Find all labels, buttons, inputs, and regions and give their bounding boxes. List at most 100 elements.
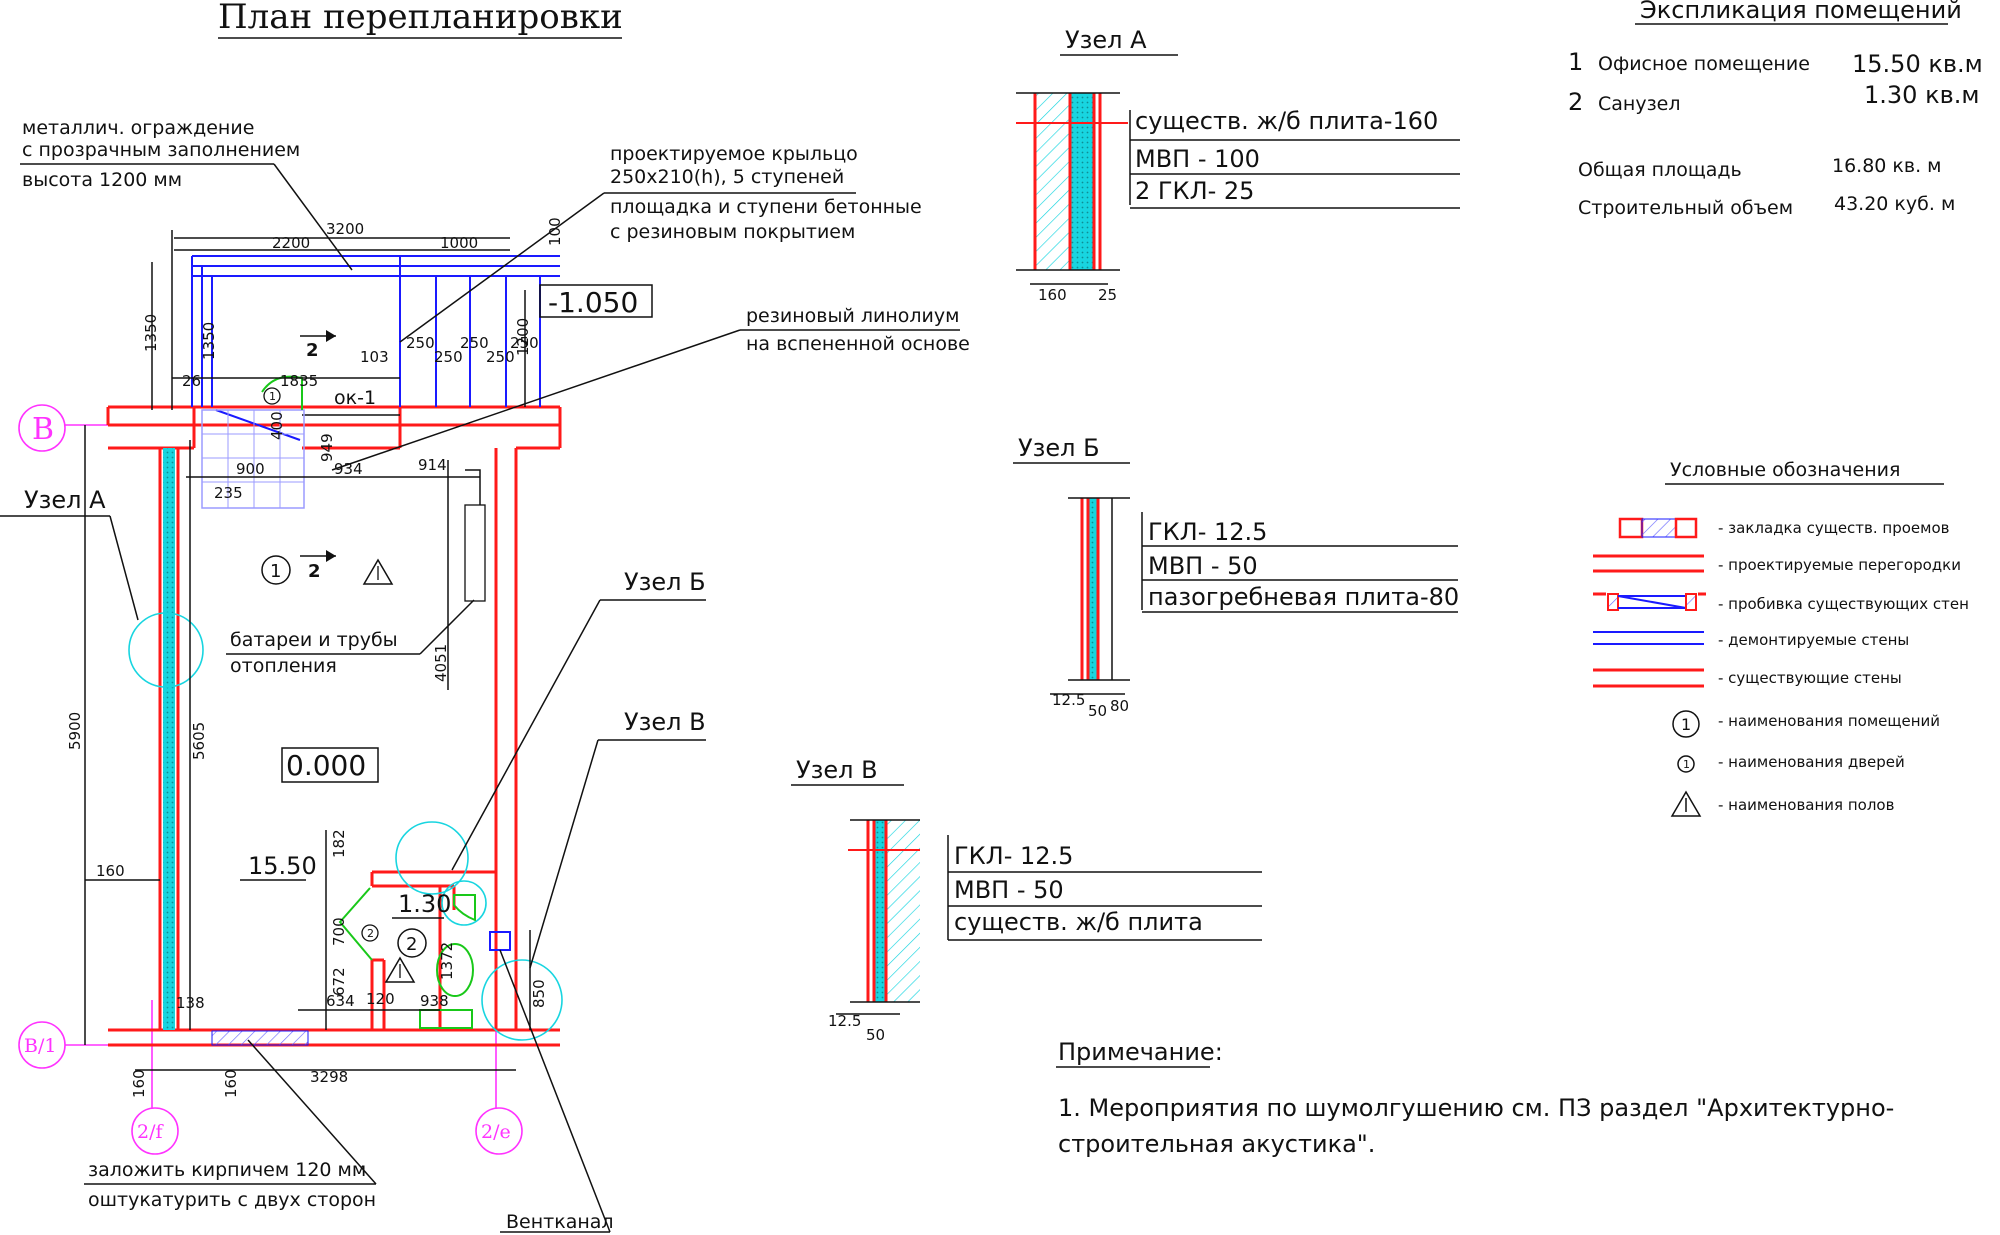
node-a-dim-160: 160 [1038,286,1067,304]
node-a-title: Узел А [1065,26,1147,54]
legend-symbol-infill [1618,517,1644,539]
porch-level: -1.050 [548,286,638,319]
explication-volume-value: 43.20 куб. м [1834,193,1955,215]
callout-vent: Вентканал [506,1211,614,1233]
note-title: Примечание: [1058,1038,1223,1066]
node-v-slab [886,820,920,1002]
dim-120: 120 [366,990,395,1008]
explication-room2-area: 1.30 кв.м [1864,81,1979,109]
axis-label-v: В [32,412,54,447]
sink [419,1009,473,1029]
axis-bubble-v [18,404,66,452]
callout-porch-1: проектируемое крыльцо [610,143,858,165]
dim-934: 934 [334,460,363,478]
note-line-2: строительная акустика". [1058,1130,1375,1158]
legend-symbol-door-circle [1677,755,1695,773]
section-mark-bottom: 2 [308,561,321,582]
node-b-dim-80: 80 [1110,697,1129,715]
node-v-title: Узел В [796,756,878,784]
note-line-1: 1. Мероприятия по шумолгушению см. ПЗ ра… [1058,1094,1894,1122]
node-v-layer-3: существ. ж/б плита [954,908,1203,936]
callout-radiators-1: батареи и трубы [230,629,398,651]
callout-node-v: Узел В [624,708,706,736]
node-b-dim-50: 50 [1088,702,1107,720]
node-v-dim-12-5: 12.5 [828,1012,861,1030]
bricked-opening [211,1030,309,1046]
legend-symbol-floor-triangle [1670,790,1702,817]
legend-symbol-opening [1607,593,1619,611]
callout-porch-4: с резиновым покрытием [610,221,855,243]
dim-5605: 5605 [190,722,208,760]
callout-linoleum-1: резиновый линолиум [746,305,959,327]
legend-item-4: - демонтируемые стены [1718,631,1909,649]
section-mark-top: 2 [306,340,319,361]
room1-area: 15.50 [248,852,317,880]
dim-1350-outer: 1350 [142,314,160,352]
callout-fence-3: высота 1200 мм [22,169,182,191]
dim-700: 700 [330,917,348,946]
node-a-layer-1: существ. ж/б плита-160 [1135,107,1438,135]
node-v-layer-2: МВП - 50 [954,876,1064,904]
explication-title: Экспликация помещений [1640,0,1962,24]
callout-fence-2: с прозрачным заполнением [22,139,300,161]
node-a-slab [1036,93,1070,270]
callout-node-b: Узел Б [624,568,706,596]
callout-brick-2: оштукатурить с двух сторон [88,1189,376,1211]
dim-103: 103 [360,348,389,366]
explication-room2-name: Санузел [1598,93,1681,115]
dim-182: 182 [330,829,348,858]
dim-1000: 1000 [440,234,478,252]
plan-title: План перепланировки [218,0,623,37]
room2-area: 1.30 [398,890,451,918]
callout-node-a: Узел А [24,486,106,514]
node-a-dim-25: 25 [1098,286,1117,304]
room2-mark [397,928,427,958]
dim-2200: 2200 [272,234,310,252]
callout-fence-1: металлич. ограждение [22,117,254,139]
door1-mark [263,387,281,405]
callout-radiators-2: отопления [230,655,337,677]
node-a-layer-3: 2 ГКЛ- 25 [1135,177,1254,205]
dim-938: 938 [420,992,449,1010]
dim-100: 100 [546,217,564,246]
dim-1372: 1372 [438,942,456,980]
explication-room1-name: Офисное помещение [1598,53,1810,75]
dim-850: 850 [530,979,548,1008]
section-arrow-bottom [326,550,336,562]
legend-item-5: - существующие стены [1718,669,1902,687]
legend-symbol-room-circle [1672,710,1700,738]
dim-160-bottom-1: 160 [130,1069,148,1098]
legend-item-8: - наименования полов [1718,796,1894,814]
note-block: Примечание: 1. Мероприятия по шумолгушен… [1056,1038,1894,1158]
dim-900: 900 [236,460,265,478]
callouts: металлич. ограждение с прозрачным заполн… [0,117,970,1233]
vent-duct [489,931,511,951]
dim-250-1: 250 [406,334,435,352]
door2-mark-num: 2 [367,927,374,940]
dim-1835: 1835 [280,372,318,390]
floor-mark-2 [384,956,416,983]
axis-bubble-2e [475,1107,523,1155]
node-a-insulation [1070,93,1094,270]
toilet [436,943,474,997]
dim-26: 26 [182,372,201,390]
axis-label-2e: 2/е [481,1121,511,1143]
node-b-insulation [1088,498,1098,680]
callout-linoleum-2: на вспененной основе [746,333,970,355]
wall-insulation-left [163,448,175,1030]
window-label: ок-1 [334,387,376,409]
dim-914: 914 [418,456,447,474]
dim-4051: 4051 [432,644,450,682]
axis-bubble-v1 [18,1021,66,1069]
section-arrow-top [326,330,336,342]
dim-5900: 5900 [66,712,84,750]
node-a-detail: Узел А существ. ж/б плита-160 МВП - 100 … [1016,26,1460,304]
dim-1350-inner: 1350 [200,322,218,360]
dim-400: 400 [268,411,286,440]
floor-level: 0.000 [286,749,366,782]
legend-item-2: - проектируемые перегородки [1718,556,1961,574]
legend: Условные обозначения - закладка существ.… [1593,459,1969,817]
node-v-layer-1: ГКЛ- 12.5 [954,842,1073,870]
door1-mark-num: 1 [269,390,276,403]
